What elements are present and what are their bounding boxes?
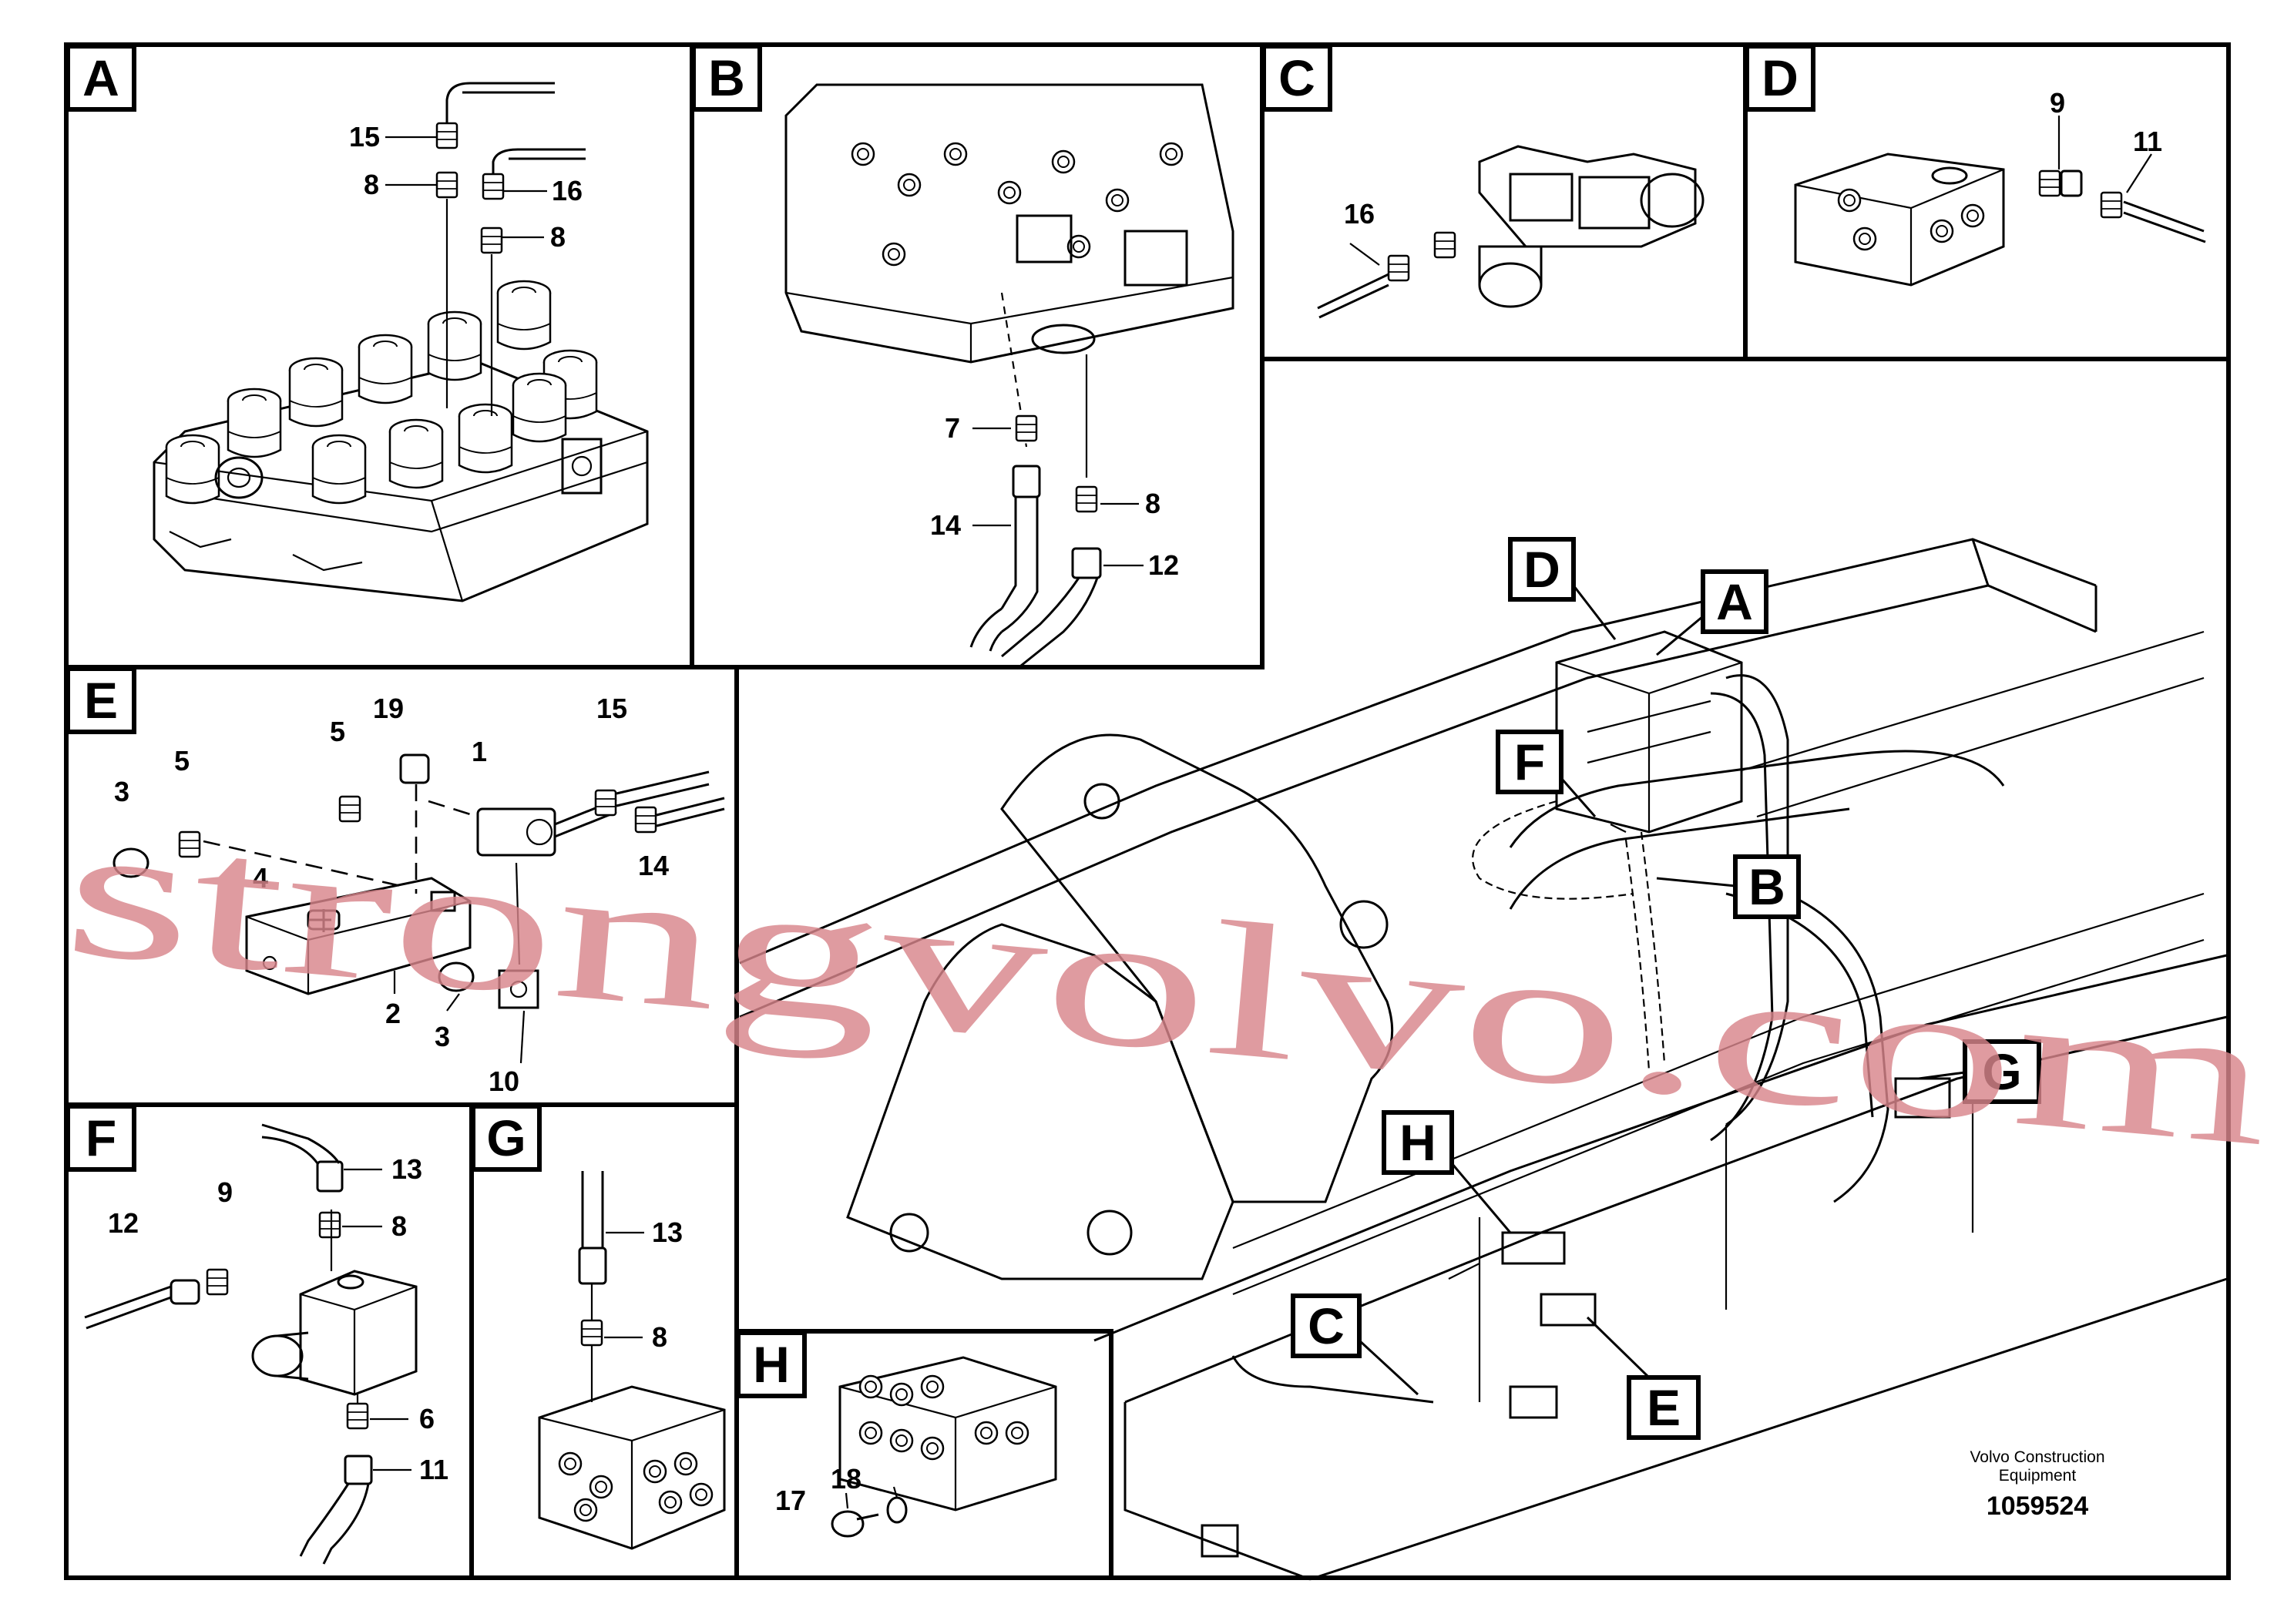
- overview-label-h: H: [1382, 1110, 1512, 1233]
- panel-id-f: F: [65, 1104, 136, 1172]
- svg-text:8: 8: [652, 1321, 667, 1353]
- svg-text:B: B: [1748, 858, 1785, 915]
- svg-text:13: 13: [652, 1216, 683, 1248]
- svg-text:3: 3: [435, 1021, 450, 1052]
- panel-id-g: G: [471, 1104, 542, 1172]
- panel-c-callouts: 16: [1344, 198, 1375, 230]
- svg-text:F: F: [86, 1109, 116, 1166]
- svg-text:D: D: [1523, 541, 1560, 598]
- svg-text:17: 17: [775, 1485, 806, 1516]
- svg-text:6: 6: [419, 1403, 435, 1434]
- svg-text:D: D: [1762, 49, 1799, 106]
- drawing-caption: Volvo Construction Equipment 1059524: [1970, 1448, 2104, 1521]
- svg-text:8: 8: [391, 1210, 407, 1242]
- svg-text:1: 1: [472, 736, 487, 767]
- svg-text:8: 8: [1145, 488, 1160, 519]
- svg-text:16: 16: [1344, 198, 1375, 230]
- svg-text:5: 5: [174, 745, 190, 777]
- overview-label-e: E: [1586, 1316, 1701, 1440]
- overview-label-f: F: [1496, 730, 1597, 817]
- panel-frames: [64, 42, 2231, 1580]
- svg-text:12: 12: [1148, 549, 1179, 581]
- svg-text:9: 9: [2050, 87, 2065, 119]
- svg-text:11: 11: [419, 1454, 448, 1485]
- panel-c-drawing: [1317, 145, 1705, 319]
- svg-text:3: 3: [114, 776, 129, 807]
- svg-text:H: H: [753, 1336, 790, 1393]
- panel-id-d: D: [1745, 44, 1815, 112]
- panel-id-h: H: [736, 1330, 807, 1398]
- svg-text:5: 5: [330, 716, 345, 747]
- svg-text:12: 12: [108, 1207, 139, 1239]
- panel-a-callouts: 15 8 16 8: [349, 121, 583, 253]
- panel-id-e: E: [65, 666, 136, 734]
- panel-d-callouts: 9 11: [2050, 87, 2162, 157]
- svg-text:13: 13: [391, 1153, 422, 1185]
- overview-label-b: B: [1656, 854, 1801, 919]
- overview-label-d: D: [1508, 537, 1617, 640]
- overview-label-a: A: [1656, 569, 1768, 656]
- svg-text:G: G: [1982, 1043, 2021, 1100]
- panel-d-drawing: [1794, 116, 2206, 287]
- panel-h-callouts: 17 18: [775, 1463, 862, 1516]
- svg-text:10: 10: [489, 1065, 519, 1097]
- svg-text:11: 11: [2133, 126, 2162, 157]
- overview-label-g: G: [1918, 1039, 2041, 1104]
- svg-text:15: 15: [349, 121, 380, 153]
- panel-b-drawing: [784, 83, 1234, 670]
- svg-text:F: F: [1514, 733, 1545, 790]
- svg-text:16: 16: [552, 175, 583, 206]
- svg-text:E: E: [1647, 1379, 1681, 1436]
- watermark: strongvolvo.com: [57, 781, 2279, 1186]
- caption-company-sub: Equipment: [1999, 1467, 2077, 1485]
- svg-text:E: E: [84, 672, 118, 729]
- panel-a-drawing: [153, 82, 649, 602]
- svg-text:8: 8: [364, 169, 379, 200]
- svg-text:8: 8: [550, 221, 566, 253]
- svg-text:2: 2: [385, 998, 401, 1029]
- svg-text:H: H: [1399, 1114, 1436, 1171]
- svg-text:9: 9: [217, 1176, 233, 1208]
- overview-label-c: C: [1291, 1293, 1419, 1396]
- svg-text:7: 7: [945, 412, 960, 444]
- svg-text:C: C: [1308, 1297, 1345, 1354]
- svg-text:19: 19: [373, 693, 404, 724]
- panel-g-callouts: 13 8: [604, 1216, 683, 1353]
- svg-text:B: B: [708, 49, 745, 106]
- panel-h-drawing: [831, 1356, 1057, 1538]
- panel-e-drawing: [113, 753, 725, 1064]
- panel-e-callouts: 19 5 5 3 1 15 14 4 2 3 10: [114, 693, 669, 1097]
- svg-text:A: A: [1716, 573, 1753, 630]
- svg-text:4: 4: [253, 862, 268, 894]
- panel-id-b: B: [691, 44, 762, 112]
- svg-text:18: 18: [831, 1463, 862, 1495]
- panel-f-drawing: [84, 1123, 418, 1565]
- panel-f-callouts: 13 8 9 12 6 11: [108, 1153, 448, 1485]
- drawing-number: 1059524: [1987, 1491, 2088, 1521]
- svg-text:C: C: [1278, 49, 1315, 106]
- caption-company: Volvo Construction: [1970, 1448, 2104, 1466]
- svg-text:15: 15: [596, 693, 627, 724]
- svg-text:G: G: [486, 1109, 526, 1166]
- svg-text:14: 14: [930, 509, 961, 541]
- panel-id-a: A: [65, 44, 136, 112]
- panel-id-c: C: [1261, 44, 1332, 112]
- panel-b-callouts: 7 14 8 12: [930, 412, 1179, 581]
- svg-text:A: A: [82, 49, 119, 106]
- panel-g-drawing: [538, 1171, 726, 1550]
- svg-text:14: 14: [638, 850, 669, 881]
